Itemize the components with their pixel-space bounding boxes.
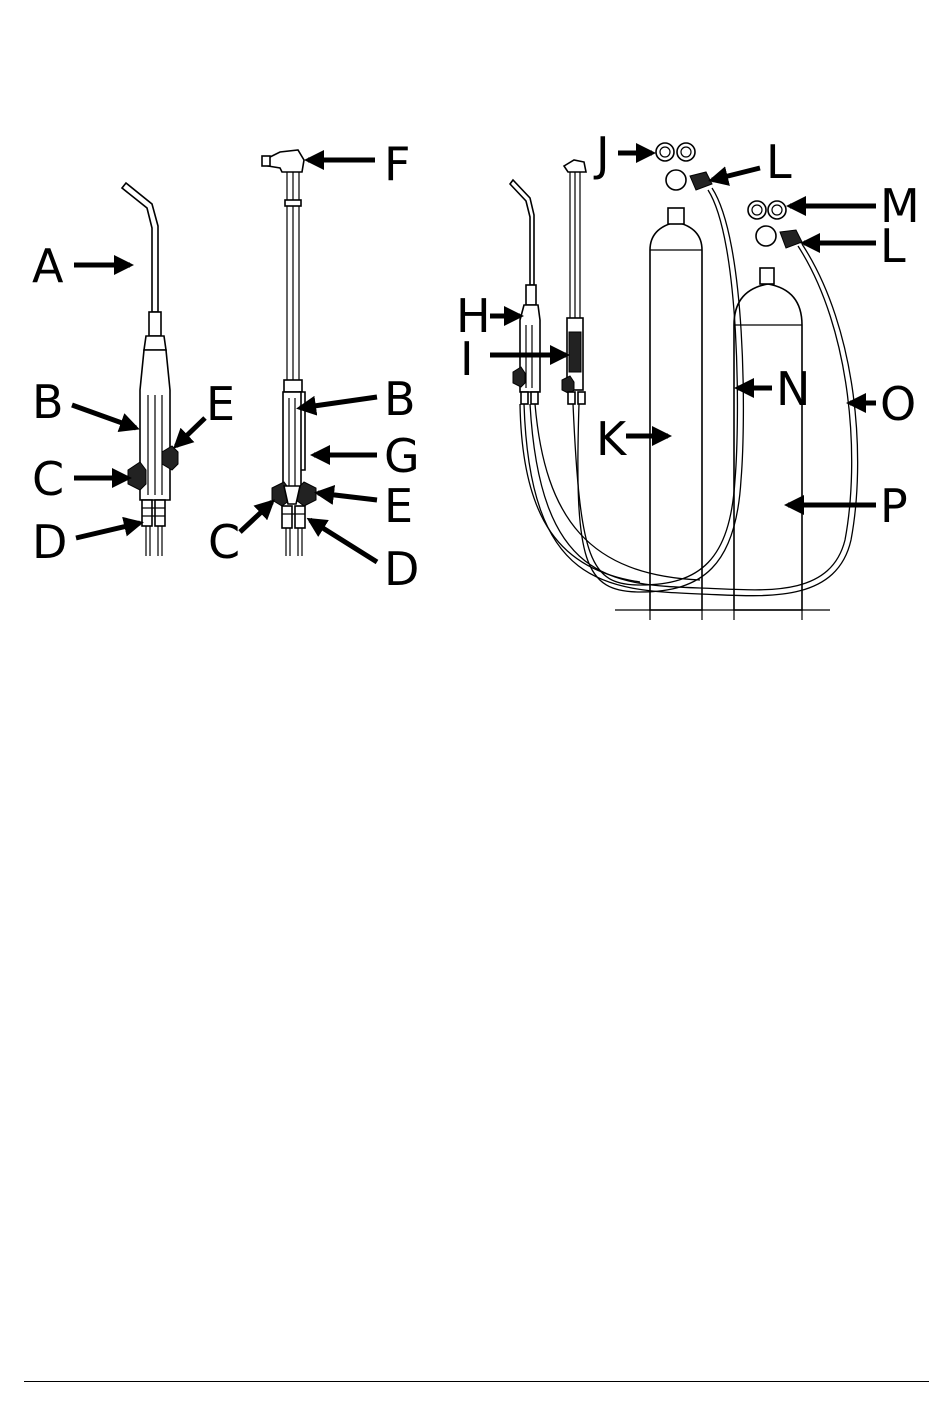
welding-torch-illustration <box>122 183 178 556</box>
label-A: A <box>32 239 64 293</box>
label-B: B <box>384 372 416 426</box>
welding-tip <box>122 183 158 312</box>
tip-nut <box>149 312 161 336</box>
cutting-torch-handle <box>283 392 301 492</box>
label-O: O <box>880 377 916 431</box>
oxygen-regulator-gauge-2 <box>677 143 695 161</box>
fuel-gas-cylinder <box>734 284 802 610</box>
label-N: N <box>776 362 810 416</box>
fuel-regulator-gauge-1 <box>748 201 766 219</box>
label-E: E <box>206 377 235 431</box>
oxygen-regulator <box>666 170 686 190</box>
label-J: J <box>593 127 610 181</box>
fuel-regulator-gauge-2 <box>768 201 786 219</box>
oxygen-cylinder <box>650 222 702 610</box>
label-D: D <box>384 542 419 596</box>
fuel-regulator <box>756 226 776 246</box>
label-G: G <box>384 429 420 483</box>
footer-rule <box>24 1381 929 1382</box>
label-E: E <box>384 479 413 533</box>
cutting-torch-illustration <box>262 150 316 556</box>
cutting-head <box>268 150 304 172</box>
label-D: D <box>32 515 67 569</box>
oxygen-regulator-gauge-1 <box>656 143 674 161</box>
label-P: P <box>880 479 908 533</box>
label-L: L <box>880 219 906 273</box>
oxygen-valve-knob <box>128 462 146 490</box>
label-K: K <box>596 412 628 466</box>
label-F: F <box>384 137 410 191</box>
label-B: B <box>32 375 64 429</box>
label-C: C <box>208 515 240 569</box>
label-I: I <box>460 332 474 386</box>
label-L: L <box>766 135 792 189</box>
label-C: C <box>32 452 64 506</box>
